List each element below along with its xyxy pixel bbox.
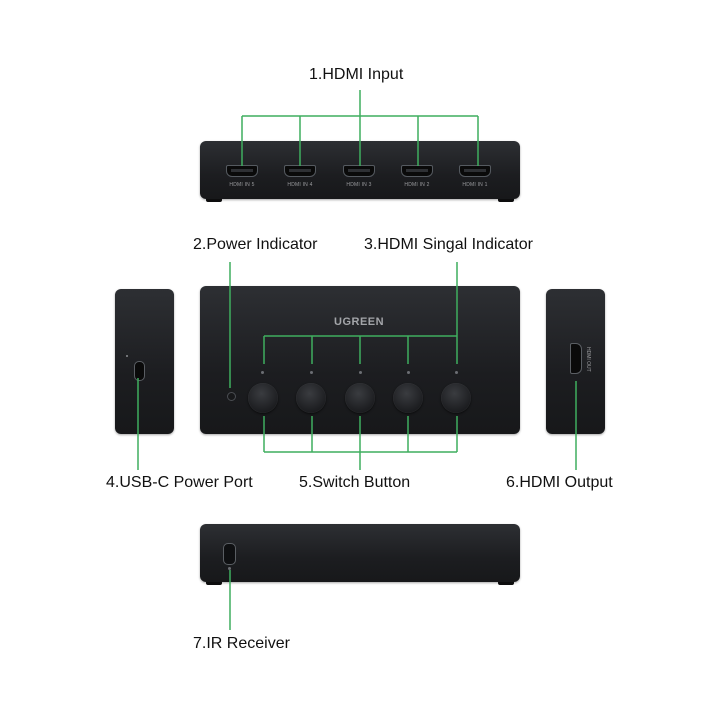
device-foot <box>498 199 514 202</box>
hdmi-input-port-5-label: HDMI IN 5 <box>229 182 255 188</box>
device-bottom-view <box>200 524 520 582</box>
brand-logo: UGREEN <box>334 316 385 328</box>
callout-line-switch-button <box>263 416 458 470</box>
device-left-side-view <box>115 289 174 434</box>
signal-indicator-led-3 <box>359 371 362 374</box>
ir-receiver-marker <box>228 567 231 570</box>
device-foot <box>498 582 514 585</box>
label-hdmi-output: 6.HDMI Output <box>506 474 613 491</box>
usbc-port-marker <box>126 355 128 357</box>
hdmi-input-port-1-label: HDMI IN 1 <box>462 182 488 188</box>
label-usbc-power-port: 4.USB-C Power Port <box>106 474 253 491</box>
callout-line-hdmi-input <box>241 90 479 166</box>
switch-button-1[interactable] <box>248 383 278 413</box>
switch-button-3[interactable] <box>345 383 375 413</box>
signal-indicator-led-5 <box>455 371 458 374</box>
label-hdmi-input: 1.HDMI Input <box>309 66 404 83</box>
power-indicator-led <box>227 392 236 401</box>
label-power-indicator: 2.Power Indicator <box>193 236 318 253</box>
device-foot <box>206 199 222 202</box>
signal-indicator-led-1 <box>261 371 264 374</box>
switch-button-4[interactable] <box>393 383 423 413</box>
switch-button-2[interactable] <box>296 383 326 413</box>
device-foot <box>206 582 222 585</box>
hdmi-input-port-2 <box>401 165 433 177</box>
hdmi-input-port-1 <box>459 165 491 177</box>
label-switch-button: 5.Switch Button <box>299 474 411 491</box>
hdmi-input-port-3-label: HDMI IN 3 <box>346 182 372 188</box>
callout-line-signal-indicator <box>263 262 458 364</box>
hdmi-input-port-4-label: HDMI IN 4 <box>287 182 313 188</box>
label-hdmi-signal-indicator: 3.HDMI Singal Indicator <box>364 236 533 253</box>
hdmi-input-port-3 <box>343 165 375 177</box>
usbc-port <box>134 361 145 381</box>
signal-indicator-led-2 <box>310 371 313 374</box>
hdmi-output-port <box>570 343 582 374</box>
ir-receiver-window <box>223 543 236 565</box>
hdmi-input-port-2-label: HDMI IN 2 <box>404 182 430 188</box>
switch-button-5[interactable] <box>441 383 471 413</box>
label-ir-receiver: 7.IR Receiver <box>193 635 290 652</box>
hdmi-output-label: HDMI OUT <box>585 347 591 372</box>
signal-indicator-led-4 <box>407 371 410 374</box>
